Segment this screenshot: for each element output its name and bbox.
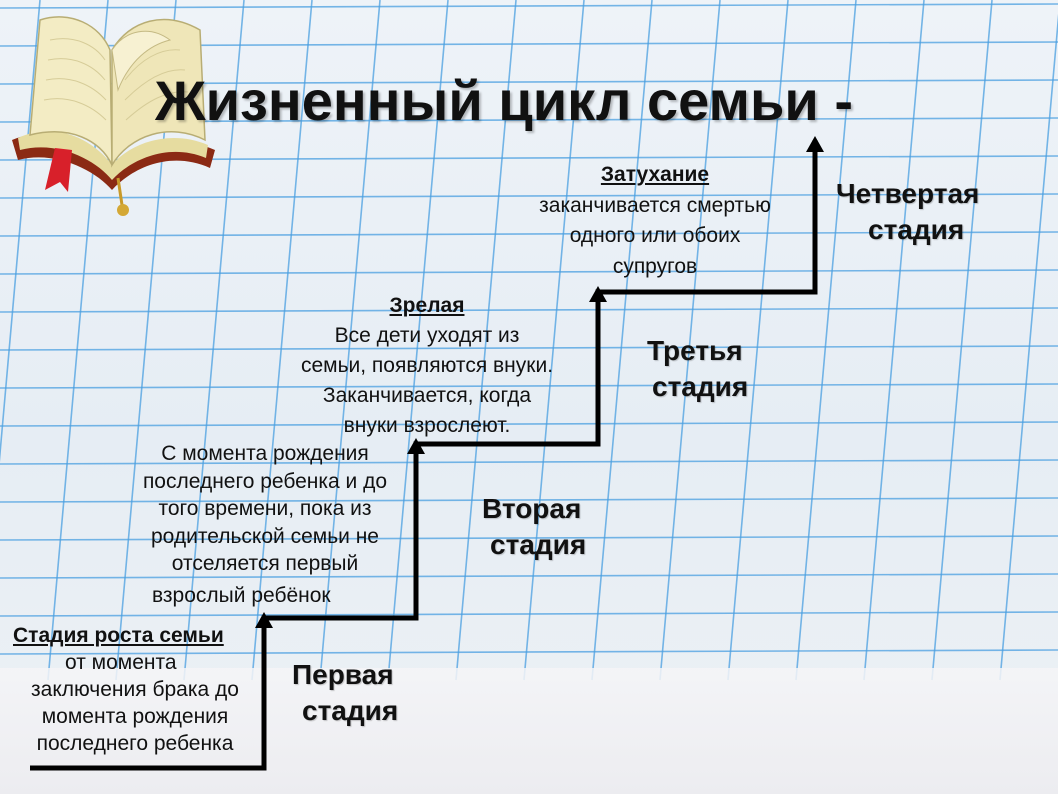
grid-line [863,0,925,681]
grid-line [319,0,381,681]
stage-4-description-line: супругов [612,254,698,278]
grid-line [931,0,993,681]
grid-line [0,345,1058,351]
grid-line [591,0,653,681]
grid-line [0,383,1058,389]
stage-1-description: Стадия роста семьи от момента заключения… [10,622,260,757]
stage-4-label-line: Четвертая [836,178,980,209]
grid-line [523,0,585,681]
grid-line [0,421,1058,427]
grid-line [795,0,857,681]
stage-2-description-line: того времени, пока из [158,497,372,520]
arrow-up-icon [255,612,273,628]
stage-3-description-line: Заканчивается, когда [322,384,532,407]
stage-2-description-line: последнего ребенка и до [142,469,388,493]
page-title: Жизненный цикл семьи - [155,69,854,132]
bookmark-ribbon [45,148,72,192]
stage-3-description-line: внуки взрослеют. [343,414,511,437]
grid-line [0,459,1058,465]
grid-line [0,497,1058,503]
stage-2-description-line: С момента рождения [161,442,369,465]
stage-3-description-line: семьи, появляются внуки. [300,354,554,377]
stage-3-description: Зрелая Все дети уходят из семьи, появляю… [262,291,592,441]
stage-1-description-line: момента рождения [41,705,229,728]
grid-line [0,193,1058,199]
stage-1-label-line: Первая [292,659,394,690]
stage-2-description-line: отселяется первый [171,552,359,575]
stage-4-label: Четвертая стадия [836,176,979,248]
grid-line [455,0,517,681]
stage-2-description: С момента рождения последнего ребенка и … [110,440,420,609]
stage-4-description-title: Затухание [600,163,710,186]
grid-line [0,3,1058,9]
arrow-up-icon [806,136,824,152]
stage-2-label-line: стадия [490,529,587,560]
stage-2-label-line: Вторая [482,493,582,524]
stage-1-description-line: заключения брака до [31,678,239,701]
grid-line [0,0,41,463]
stage-4-label-line: стадия [868,214,965,245]
grid-line [659,0,721,681]
grid-line [0,231,1058,237]
arrow-up-icon [589,286,607,302]
stage-3-label-line: Третья [647,335,743,366]
stage-2-description-line: взрослый ребёнок [152,583,331,607]
bottom-band [0,668,1058,794]
grid-line [0,573,1058,579]
grid-line [0,535,1058,541]
stage-4-description-line: одного или обоих [569,224,741,247]
grid-line [387,0,449,681]
stage-3-label-line: стадия [652,371,749,402]
stage-1-label: Первая стадия [292,657,398,729]
grid-line [999,13,1058,681]
stage-4-description-line: заканчивается смертью [539,193,771,217]
arrow-up-icon [407,438,425,454]
stage-1-description-line: последнего ребенка [36,732,234,755]
stage-2-description-line: родительской семьи не [150,524,379,548]
stage-1-label-line: стадия [302,695,399,726]
stage-3-description-title: Зрелая [389,294,465,317]
open-book-icon [12,16,215,216]
stage-3-description-line: Все дети уходят из [334,324,520,347]
grid-line [0,649,1058,655]
stage-1-description-line: от момента [65,651,177,674]
stage-4-description: Затухание заканчивается смертью одного и… [500,160,810,282]
grid-line [727,0,789,681]
grid-line [0,611,1058,617]
grid-line [183,0,245,681]
stage-1-description-title: Стадия роста семьи [13,624,224,647]
grid-line [0,269,1058,275]
stage-3-label: Третья стадия [647,333,748,405]
grid-line [251,0,313,681]
stage-2-label: Вторая стадия [482,491,586,563]
grid-line [0,307,1058,313]
